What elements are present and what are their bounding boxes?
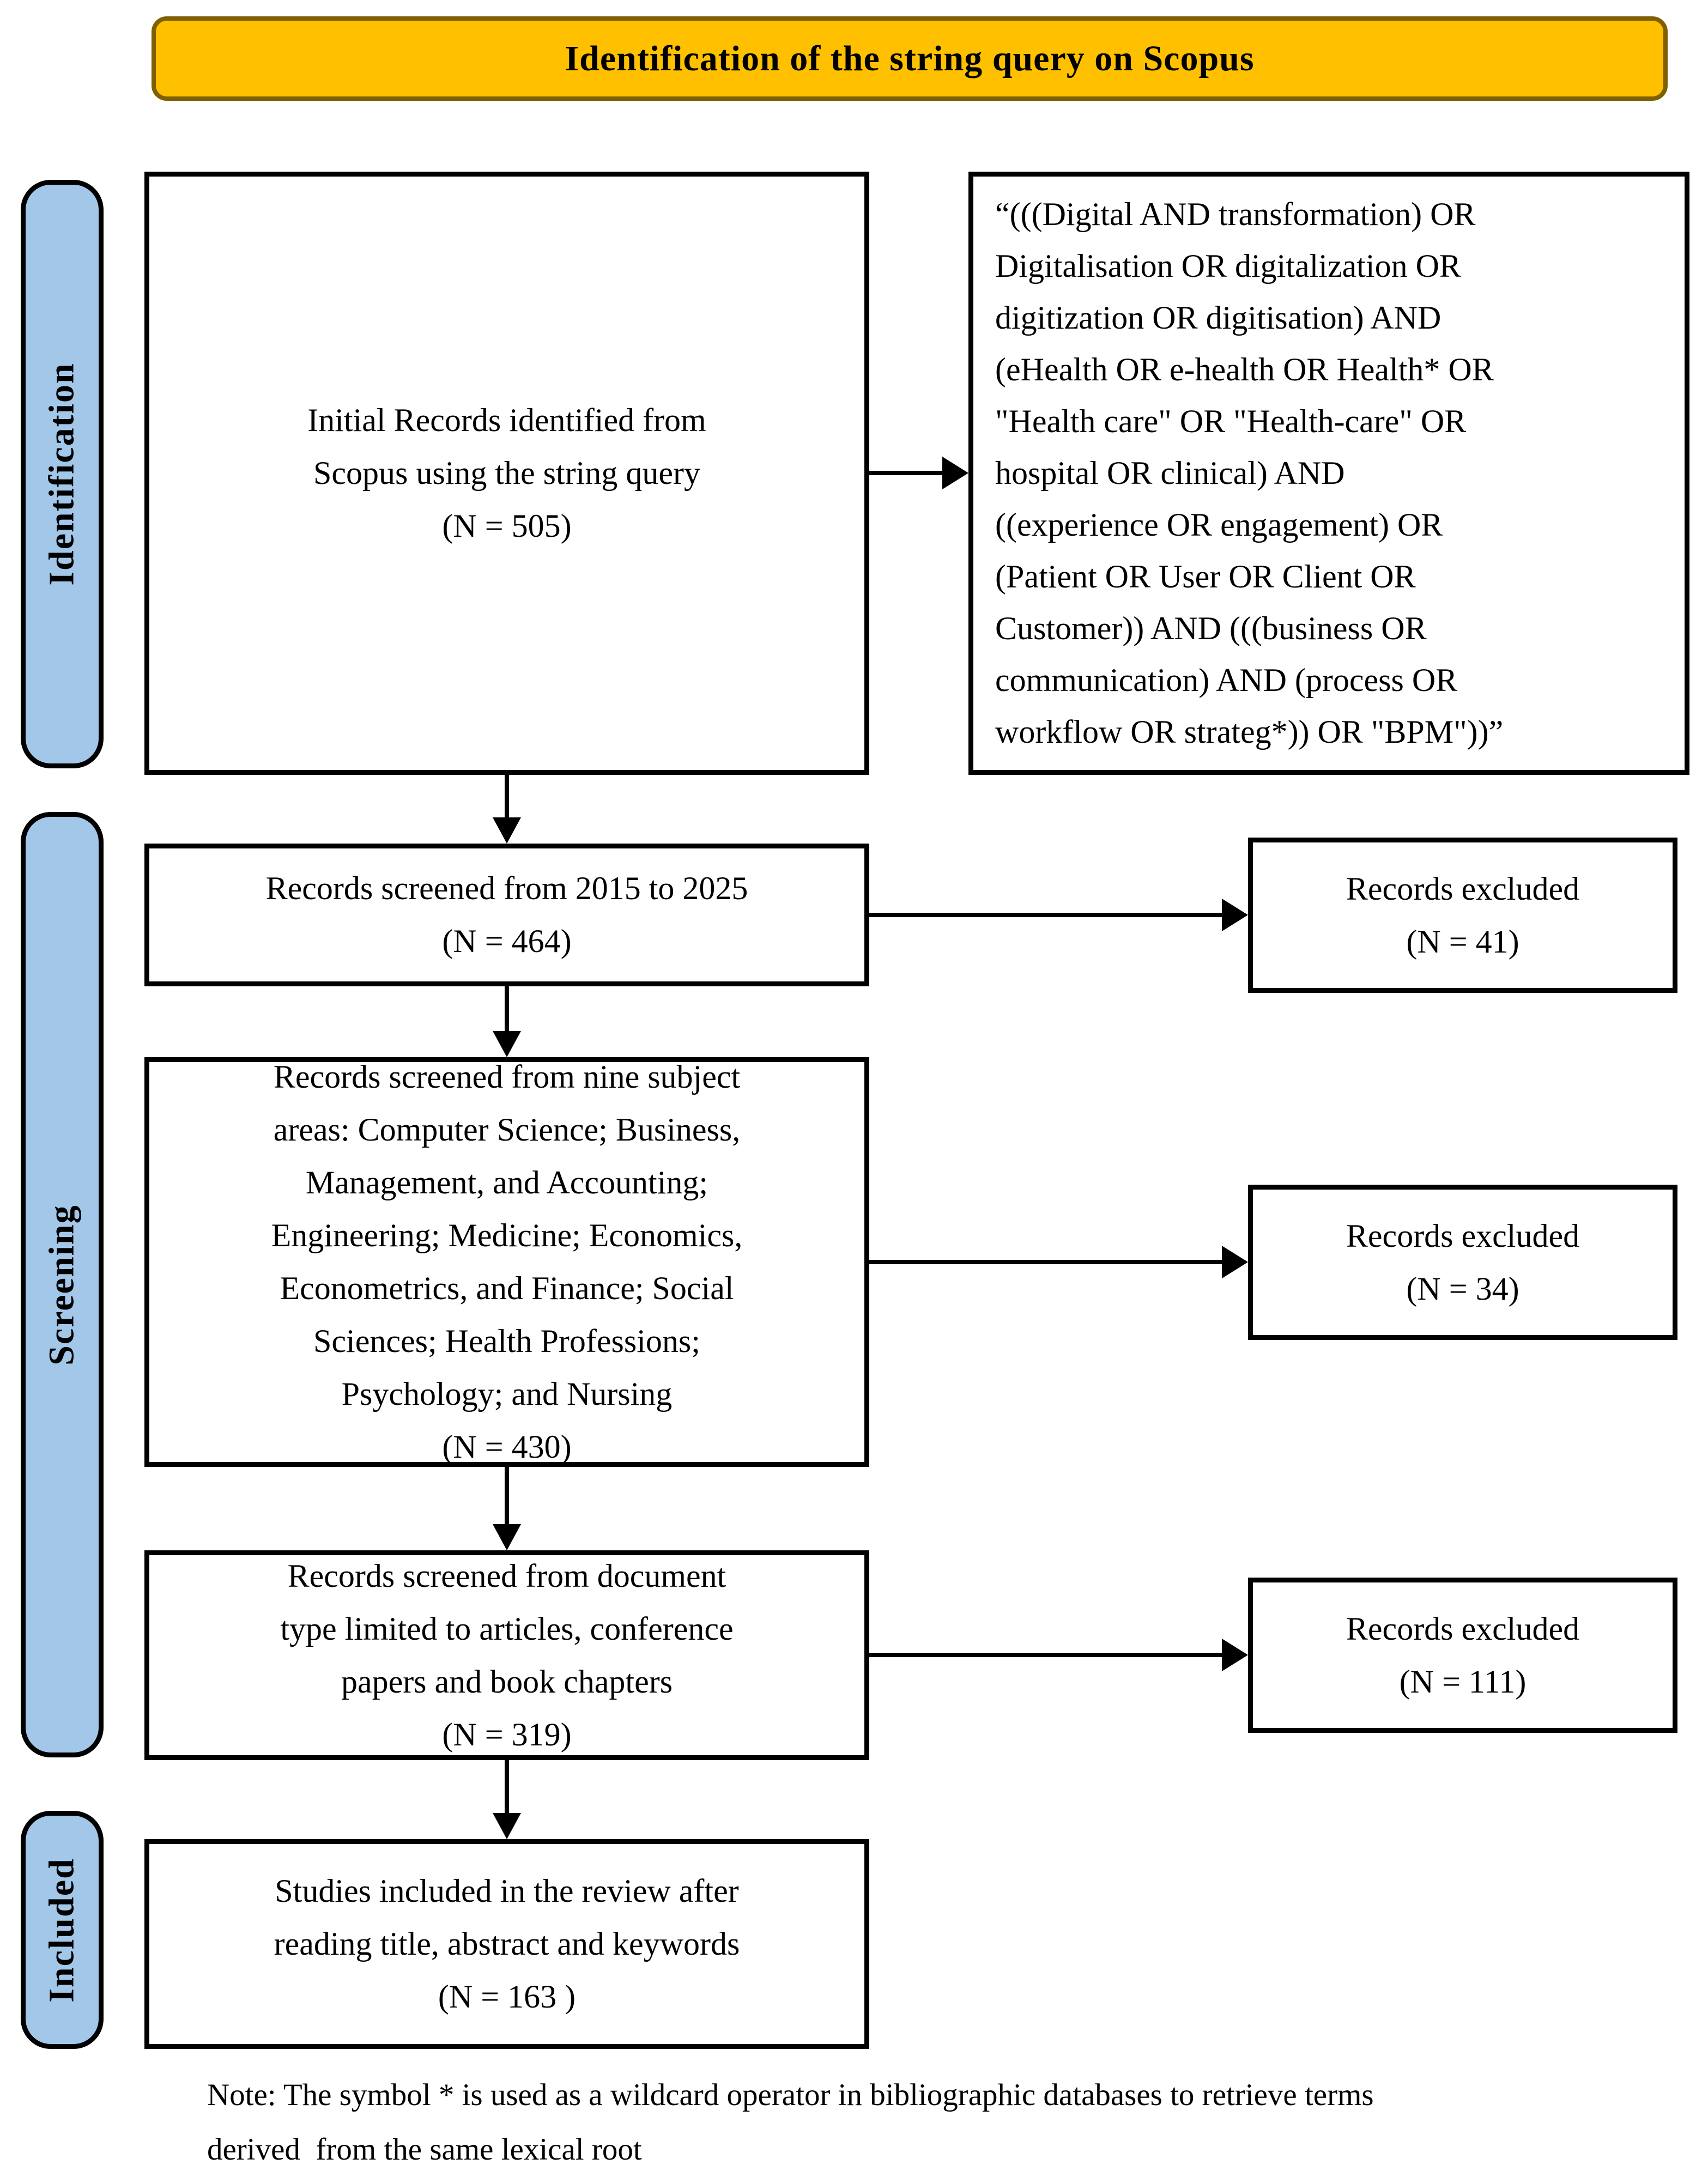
arrow-doctype-to-excluded-line: [869, 1653, 1224, 1657]
stage-label-identification-text: Identification: [42, 362, 82, 586]
box-screened-doctype-text: Records screened from document type limi…: [280, 1557, 734, 1700]
arrow-years-to-excluded-line: [869, 913, 1224, 917]
arrow-subjects-to-excluded-line: [869, 1260, 1224, 1264]
box-initial-records-text: Initial Records identified from Scopus u…: [307, 402, 706, 491]
box-screened-doctype: Records screened from document type limi…: [144, 1550, 869, 1760]
arrow-doctype-to-excluded-head-icon: [1222, 1639, 1248, 1671]
box-excluded-years-count: (N = 41): [1406, 923, 1519, 960]
arrow-doctype-to-included-head-icon: [493, 1813, 521, 1839]
arrow-initial-to-query-head-icon: [942, 457, 968, 489]
box-excluded-doctype: Records excluded (N = 111): [1248, 1578, 1677, 1733]
box-screened-years-text: Records screened from 2015 to 2025: [265, 870, 748, 906]
arrow-doctype-to-included-line: [505, 1760, 509, 1815]
box-screened-subjects-text: Records screened from nine subject areas…: [271, 1059, 743, 1412]
box-excluded-doctype-count: (N = 111): [1399, 1663, 1527, 1700]
box-studies-included-count: (N = 163 ): [438, 1979, 576, 2015]
box-screened-years: Records screened from 2015 to 2025 (N = …: [144, 844, 869, 986]
arrow-initial-to-query-line: [869, 471, 946, 475]
stage-label-included: Included: [21, 1811, 104, 2049]
box-screened-subjects: Records screened from nine subject areas…: [144, 1057, 869, 1467]
arrow-years-to-subjects-head-icon: [493, 1031, 521, 1057]
box-string-query: “(((Digital AND transformation) OR Digit…: [968, 172, 1689, 775]
wildcard-footnote: Note: The symbol * is used as a wildcard…: [207, 2078, 1374, 2167]
box-studies-included-text: Studies included in the review after rea…: [274, 1873, 740, 1962]
box-initial-records: Initial Records identified from Scopus u…: [144, 172, 869, 775]
stage-label-identification: Identification: [21, 180, 104, 768]
box-excluded-years: Records excluded (N = 41): [1248, 838, 1677, 993]
stage-label-screening: Screening: [21, 812, 104, 1757]
stage-label-included-text: Included: [42, 1857, 82, 2003]
title-banner: Identification of the string query on Sc…: [152, 16, 1668, 101]
box-excluded-years-text: Records excluded: [1346, 870, 1580, 907]
arrow-subjects-to-excluded-head-icon: [1222, 1246, 1248, 1278]
stage-label-screening-text: Screening: [42, 1204, 82, 1366]
box-string-query-text: “(((Digital AND transformation) OR Digit…: [995, 196, 1504, 750]
box-excluded-subjects: Records excluded (N = 34): [1248, 1185, 1677, 1340]
arrow-subjects-to-doctype-line: [505, 1467, 509, 1526]
title-text: Identification of the string query on Sc…: [565, 38, 1255, 78]
arrow-years-to-excluded-head-icon: [1222, 899, 1248, 931]
box-excluded-subjects-count: (N = 34): [1406, 1270, 1519, 1307]
box-initial-records-count: (N = 505): [442, 508, 572, 544]
box-studies-included: Studies included in the review after rea…: [144, 1839, 869, 2049]
box-screened-years-count: (N = 464): [442, 923, 572, 959]
arrow-initial-to-years-head-icon: [493, 817, 521, 844]
box-excluded-subjects-text: Records excluded: [1346, 1217, 1580, 1254]
arrow-initial-to-years-line: [505, 775, 509, 820]
box-screened-doctype-count: (N = 319): [442, 1716, 572, 1752]
arrow-subjects-to-doctype-head-icon: [493, 1524, 521, 1550]
box-screened-subjects-count: (N = 430): [442, 1429, 572, 1465]
arrow-years-to-subjects-line: [505, 986, 509, 1033]
box-excluded-doctype-text: Records excluded: [1346, 1610, 1580, 1647]
